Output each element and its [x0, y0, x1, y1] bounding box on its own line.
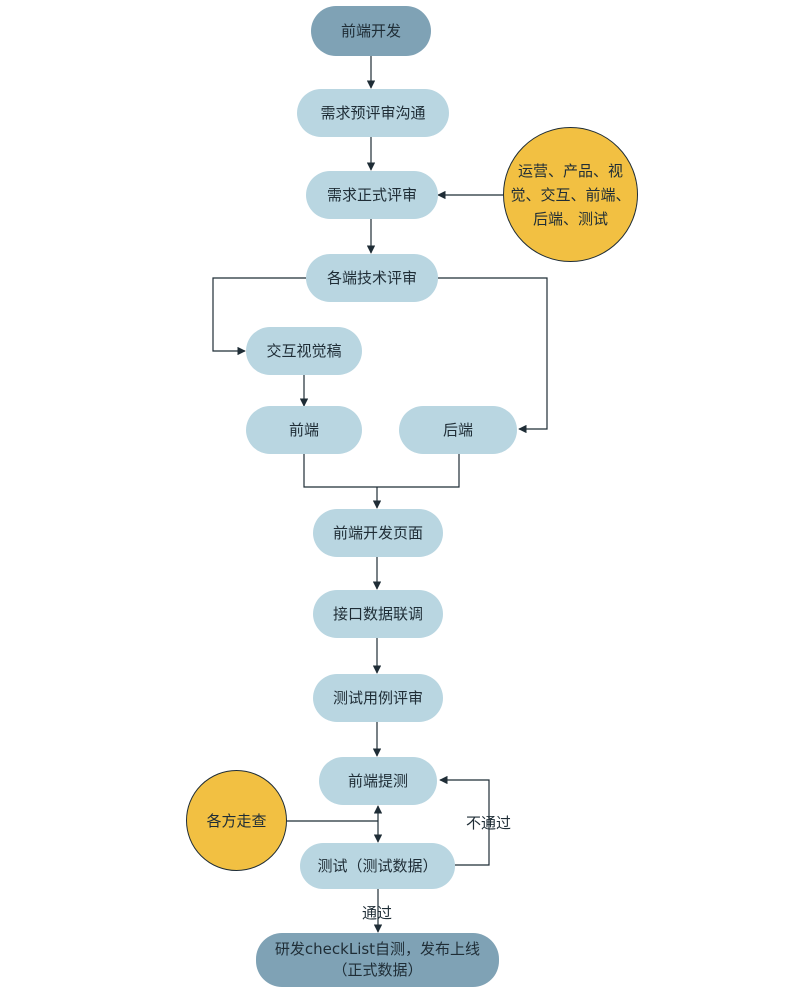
requirement-pre-review-node: 需求预评审沟通: [297, 89, 449, 137]
backend-node: 后端: [399, 406, 517, 454]
stakeholders-line-3: 后端、测试: [532, 209, 608, 228]
requirement-pre-review-label: 需求预评审沟通: [320, 104, 426, 122]
walkthrough-node: 各方走查: [186, 770, 287, 871]
api-integration-label: 接口数据联调: [332, 605, 423, 623]
testing-label: 测试（测试数据）: [317, 857, 438, 875]
walkthrough-label: 各方走查: [206, 811, 267, 830]
stakeholders-line-2: 觉、交互、前端、: [510, 185, 631, 204]
requirement-formal-review-node: 需求正式评审: [306, 171, 438, 219]
tech-review-label: 各端技术评审: [326, 269, 417, 287]
interaction-visual-label: 交互视觉稿: [266, 342, 342, 360]
fail-edge-label: 不通过: [466, 814, 512, 832]
stakeholders-line-1: 运营、产品、视: [517, 161, 623, 180]
frontend-node: 前端: [246, 406, 362, 454]
requirement-formal-review-label: 需求正式评审: [326, 186, 417, 204]
testing-node: 测试（测试数据）: [300, 843, 455, 889]
api-integration-node: 接口数据联调: [313, 590, 443, 638]
testcase-review-label: 测试用例评审: [332, 689, 423, 707]
start-node-label: 前端开发: [340, 22, 401, 40]
edge-backend-down: [377, 454, 460, 488]
edge-tech-to-interaction: [212, 277, 306, 356]
edge-tech-to-backend: [438, 277, 548, 434]
pass-edge-label: 通过: [362, 904, 393, 922]
interaction-visual-node: 交互视觉稿: [246, 327, 362, 375]
stakeholders-node: 运营、产品、视 觉、交互、前端、 后端、测试: [503, 127, 638, 262]
release-line-2: （正式数据）: [332, 961, 423, 979]
frontend-dev-page-node: 前端开发页面: [313, 509, 443, 557]
release-line-1: 研发checkList自测，发布上线: [274, 940, 481, 958]
edge-frontend-down: [303, 454, 377, 488]
start-node: 前端开发: [311, 6, 431, 56]
frontend-submit-test-node: 前端提测: [319, 757, 437, 805]
tech-review-node: 各端技术评审: [306, 254, 438, 302]
backend-label: 后端: [442, 421, 473, 439]
frontend-label: 前端: [288, 421, 319, 439]
testcase-review-node: 测试用例评审: [313, 674, 443, 722]
edge-testing-fail-loop: [439, 775, 490, 866]
frontend-submit-test-label: 前端提测: [347, 772, 408, 790]
frontend-dev-page-label: 前端开发页面: [332, 524, 423, 542]
release-node: 研发checkList自测，发布上线 （正式数据）: [256, 933, 499, 987]
